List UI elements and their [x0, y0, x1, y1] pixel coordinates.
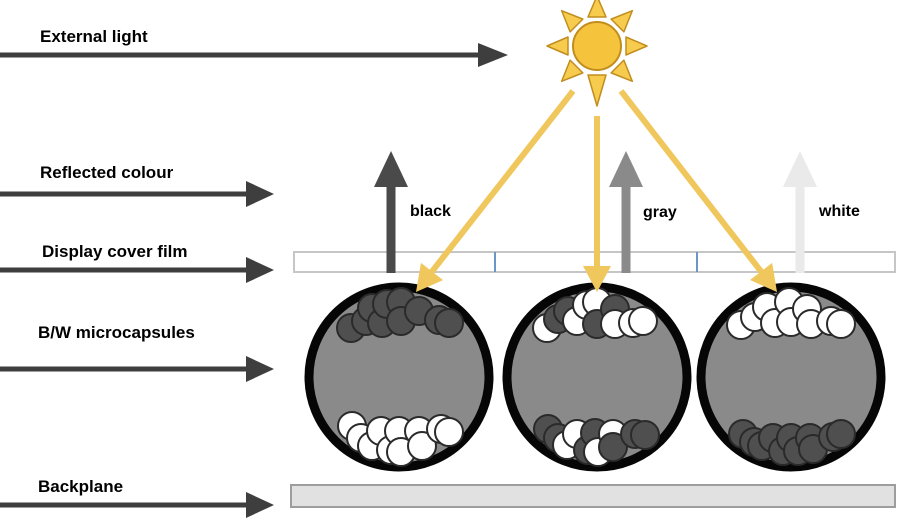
- light-ray: [416, 89, 576, 292]
- display-cover-film-arrow: [0, 257, 274, 283]
- sun-ray: [610, 59, 634, 83]
- reflected-colour-arrow: [0, 181, 274, 207]
- label-display-cover-film: Display cover film: [42, 242, 188, 261]
- sun-ray: [587, 74, 607, 107]
- label-external-light: External light: [40, 27, 148, 46]
- sun-ray: [546, 36, 569, 56]
- reflected-arrow-gray: [609, 151, 643, 273]
- sun-ray: [560, 9, 584, 33]
- label-reflected-gray: gray: [643, 204, 677, 221]
- light-ray: [583, 116, 611, 292]
- microcapsule-white: [696, 282, 886, 472]
- sun-ray: [587, 0, 607, 18]
- sun-ray: [610, 9, 634, 33]
- light-ray: [618, 89, 777, 292]
- label-reflected-white: white: [819, 203, 860, 220]
- reflected-arrow-white: [783, 151, 817, 273]
- sun-ray: [560, 59, 584, 83]
- white-particle: [826, 309, 856, 339]
- backplane-bar: [290, 484, 896, 508]
- label-reflected-black: black: [410, 203, 451, 220]
- reflected-arrow-black: [374, 151, 408, 273]
- white-particle: [434, 417, 464, 447]
- microcapsule-black: [304, 282, 494, 472]
- dark-particle: [434, 308, 464, 338]
- label-reflected-colour: Reflected colour: [40, 163, 174, 182]
- dark-particle: [826, 419, 856, 449]
- dark-particle: [598, 432, 628, 462]
- sun-ray: [625, 36, 648, 56]
- dark-particle: [630, 420, 660, 450]
- white-particle: [628, 306, 658, 336]
- white-particle: [407, 431, 437, 461]
- label-backplane: Backplane: [38, 477, 124, 496]
- label-bw-microcapsules: B/W microcapsules: [38, 323, 195, 342]
- backplane-arrow: [0, 492, 274, 518]
- microcapsule-gray: [502, 282, 692, 472]
- external-light-arrow: [0, 43, 508, 67]
- bw-microcapsules-arrow: [0, 356, 274, 382]
- sun-icon: [546, 0, 648, 107]
